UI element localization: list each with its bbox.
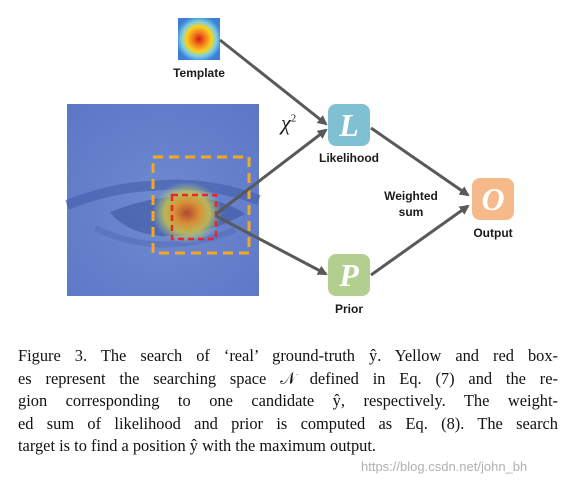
figure-diagram: Template χ2 L Likelihood P Prior O Outpu… xyxy=(65,18,514,316)
chi-exponent: 2 xyxy=(290,112,297,125)
template-heatmap xyxy=(178,18,220,60)
chi-square-symbol: χ2 xyxy=(281,110,296,136)
caption-line-2: es represent the searching space 𝒩 defin… xyxy=(18,368,558,388)
template-label: Template xyxy=(173,66,225,80)
caption-line-1: Figure 3. The search of ‘real’ ground-tr… xyxy=(18,346,558,365)
heatmap-overlay xyxy=(152,182,222,244)
arrow-prior-to-output xyxy=(370,204,470,277)
arrow-candidate-to-prior xyxy=(215,214,328,276)
prior-node: P xyxy=(328,254,370,296)
weighted-sum-line2: sum xyxy=(398,205,424,219)
figure-caption: Figure 3. The search of ‘real’ ground-tr… xyxy=(18,345,558,458)
eye-image xyxy=(65,104,261,296)
chi-symbol: χ xyxy=(281,110,291,135)
caption-line-3: gion corresponding to one candidate ŷ, r… xyxy=(18,391,558,411)
diagram-canvas xyxy=(65,18,470,296)
caption-line-4: ed sum of likelihood and prior is comput… xyxy=(18,413,558,433)
search-space-box xyxy=(151,155,251,255)
arrow-candidate-to-likelihood xyxy=(215,128,328,216)
weighted-sum-line1: Weighted xyxy=(384,189,438,203)
likelihood-label: Likelihood xyxy=(319,151,379,165)
caption-line-5: target is to find a position ŷ with the … xyxy=(18,436,376,456)
arrow-template-to-likelihood xyxy=(219,38,328,126)
likelihood-node: L xyxy=(328,104,370,146)
prior-label: Prior xyxy=(334,302,363,316)
output-label: Output xyxy=(473,226,513,240)
output-node: O xyxy=(472,178,514,220)
watermark: https://blog.csdn.net/john_bh xyxy=(361,459,528,474)
weighted-sum-label: Weighted sum xyxy=(376,188,446,220)
arrow-likelihood-to-output xyxy=(370,126,470,197)
